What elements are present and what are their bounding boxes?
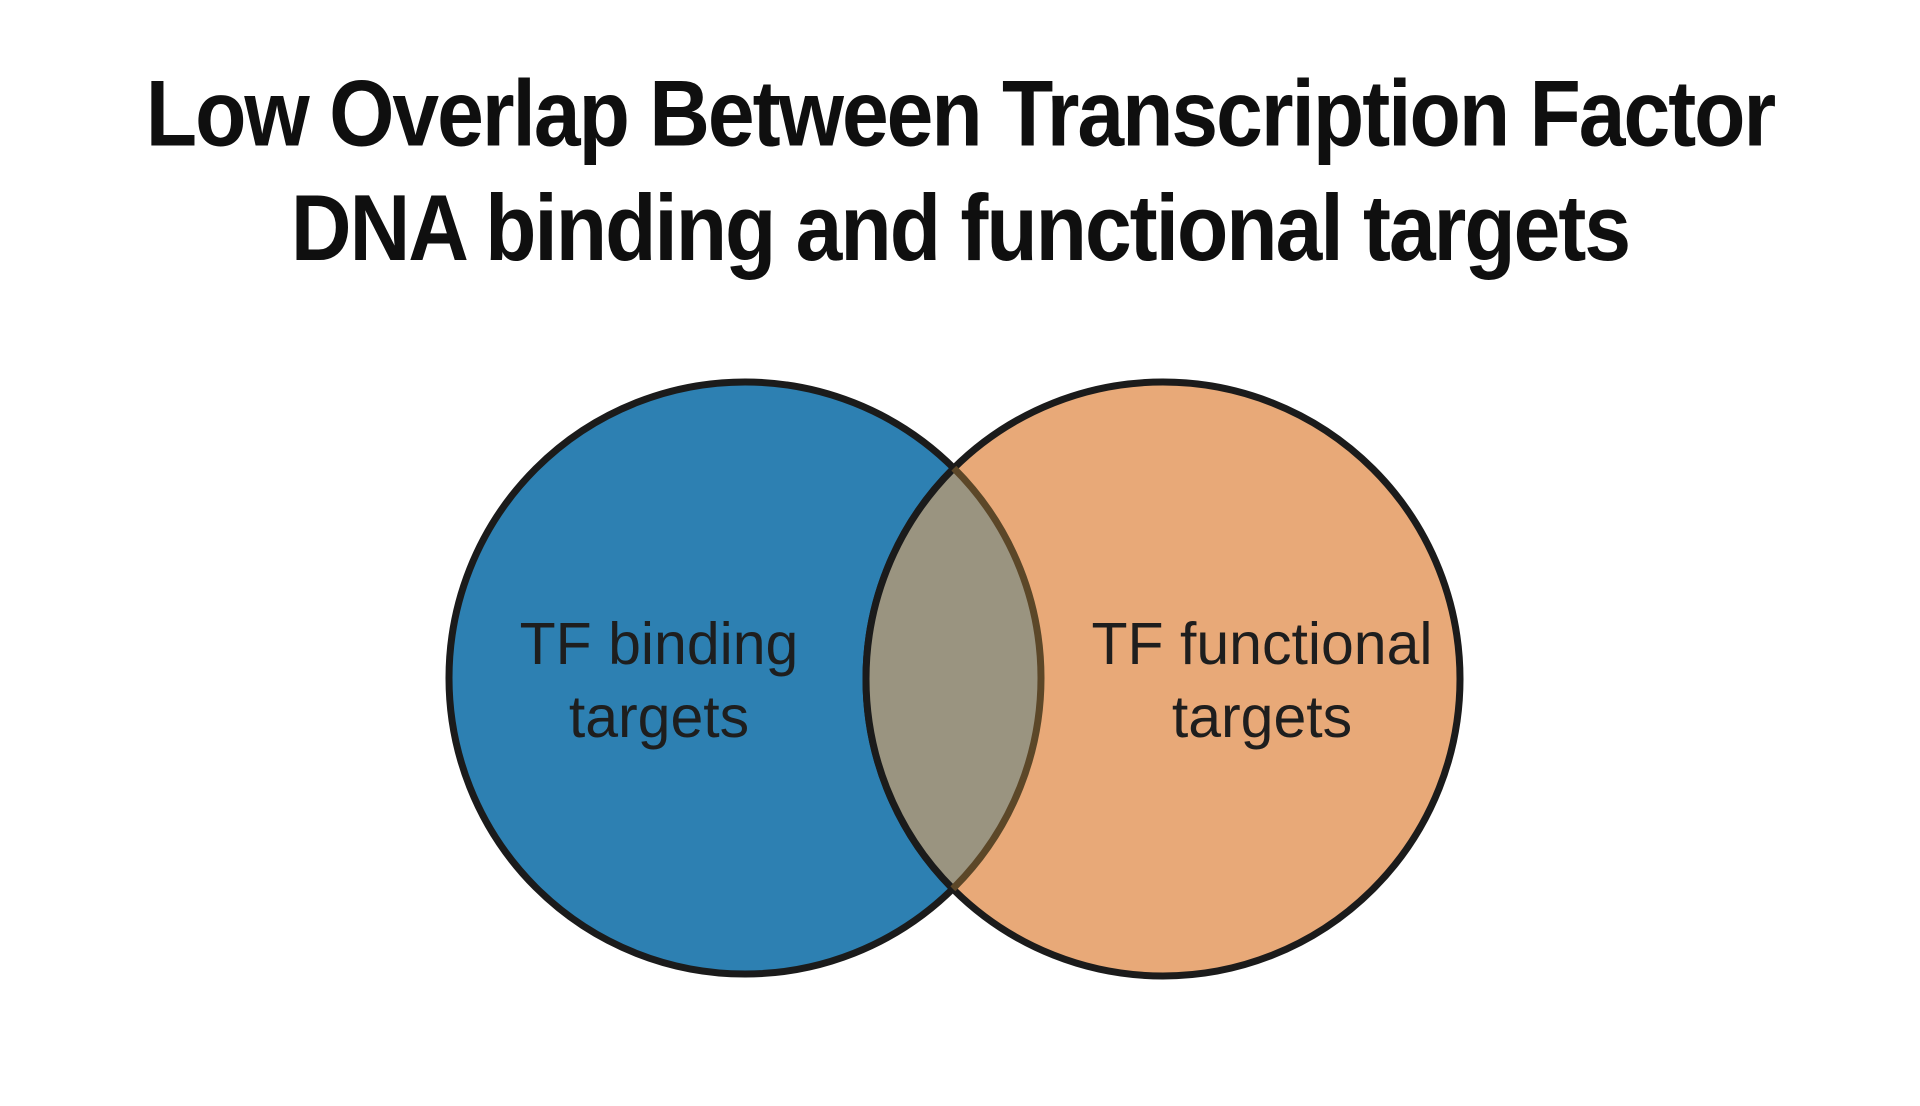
- figure-title-line-1: Low Overlap Between Transcription Factor: [145, 60, 1776, 166]
- overlap-right-arc: [866, 382, 1045, 976]
- left-circle-label: TF binding targets: [399, 608, 919, 754]
- right-circle-label: TF functional targets: [1002, 608, 1522, 754]
- figure-title: Low Overlap Between Transcription Factor…: [0, 56, 1920, 284]
- right-circle-label-line-2: targets: [1171, 684, 1353, 750]
- right-circle-label-line-1: TF functional: [1091, 611, 1433, 677]
- left-circle-label-line-1: TF binding: [519, 611, 799, 677]
- left-circle-label-line-2: targets: [568, 684, 750, 750]
- figure-title-line-2: DNA binding and functional targets: [290, 174, 1631, 280]
- overlap-left-arc: [862, 382, 1041, 974]
- overlap-region: [866, 468, 1042, 889]
